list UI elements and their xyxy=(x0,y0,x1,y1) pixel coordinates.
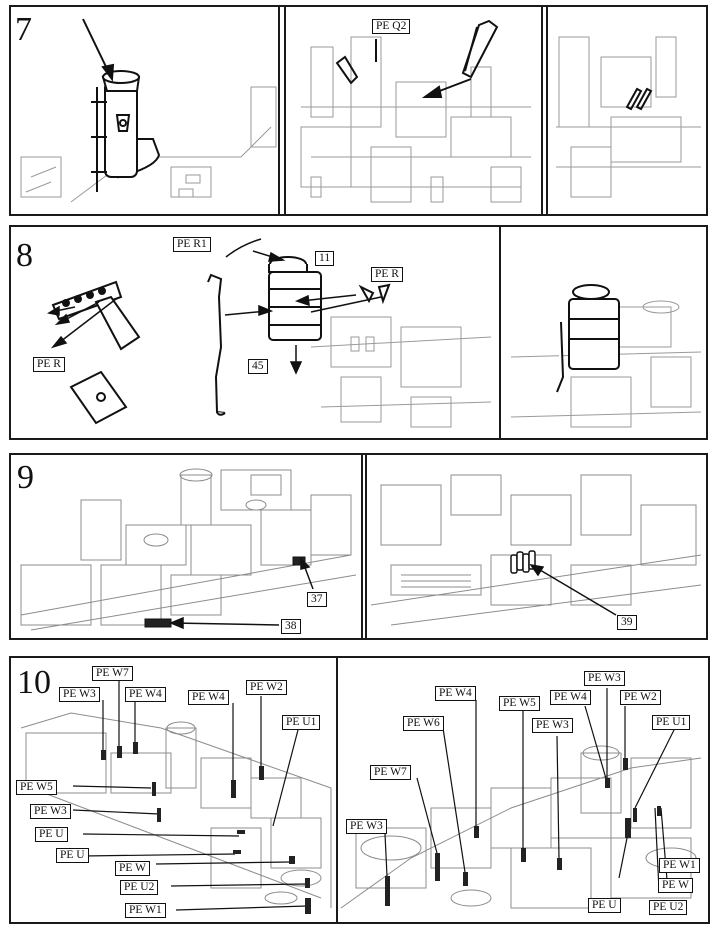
label-pe-w7-right: PE W7 xyxy=(370,765,411,780)
label-pe-u-left-b: PE U xyxy=(56,848,89,863)
label-pe-w6-right: PE W6 xyxy=(403,716,444,731)
label-pe-u2-left: PE U2 xyxy=(120,880,159,895)
step-number: 7 xyxy=(15,11,32,48)
label-part-37: 37 xyxy=(307,592,327,607)
step-9-panel: 9 xyxy=(9,453,708,640)
step-number: 9 xyxy=(17,459,34,496)
label-part-11: 11 xyxy=(315,251,335,266)
label-pe-w3-left-top: PE W3 xyxy=(59,687,100,702)
label-part-38: 38 xyxy=(281,619,301,634)
step-number: 8 xyxy=(16,237,33,274)
label-pe-w2-left: PE W2 xyxy=(246,680,287,695)
label-pe-w1-left: PE W1 xyxy=(125,903,166,918)
label-pe-r-right: PE R xyxy=(371,267,403,282)
label-pe-w4-left-a: PE W4 xyxy=(125,687,166,702)
panel-divider xyxy=(336,658,338,922)
label-pe-w4-right-b: PE W4 xyxy=(550,690,591,705)
label-pe-r1: PE R1 xyxy=(173,237,211,252)
step-8-panel: 8 xyxy=(9,225,708,440)
panel-divider xyxy=(541,7,543,214)
label-pe-w3-right-low: PE W3 xyxy=(346,819,387,834)
label-pe-w4-right-a: PE W4 xyxy=(435,686,476,701)
step-7-panel: 7 xyxy=(9,5,708,216)
step-10-panel: 10 xyxy=(9,656,710,924)
label-pe-w3-right-mid: PE W3 xyxy=(532,718,573,733)
label-part-45: 45 xyxy=(248,359,268,374)
label-part-39: 39 xyxy=(617,615,637,630)
label-pe-w5-right: PE W5 xyxy=(499,696,540,711)
step-9-drawing xyxy=(20,468,702,631)
label-pe-w3-left-mid: PE W3 xyxy=(30,804,71,819)
label-pe-u-left-a: PE U xyxy=(35,827,68,842)
label-pe-w5-left: PE W5 xyxy=(16,780,57,795)
label-pe-w3-right-top: PE W3 xyxy=(584,671,625,686)
label-pe-u1-left: PE U1 xyxy=(282,715,321,730)
label-pe-u2-right: PE U2 xyxy=(649,900,688,915)
panel-divider xyxy=(365,455,367,638)
panel-divider xyxy=(361,455,363,638)
step-number: 10 xyxy=(17,664,51,701)
label-pe-u1-right: PE U1 xyxy=(652,715,691,730)
step-10-drawing xyxy=(20,680,702,914)
step-8-drawing xyxy=(46,238,702,428)
label-pe-w4-left-b: PE W4 xyxy=(188,690,229,705)
label-pe-q2: PE Q2 xyxy=(372,19,411,34)
label-pe-w7-left: PE W7 xyxy=(92,666,133,681)
label-pe-w-right: PE W xyxy=(658,878,693,893)
label-pe-r-left: PE R xyxy=(33,357,65,372)
label-pe-w2-right: PE W2 xyxy=(620,690,661,705)
panel-divider xyxy=(278,7,280,214)
step-7-drawing xyxy=(20,18,701,203)
panel-divider xyxy=(499,227,501,438)
panel-divider xyxy=(284,7,286,214)
panel-divider xyxy=(546,7,548,214)
label-pe-w-left: PE W xyxy=(115,861,150,876)
label-pe-w1-right: PE W1 xyxy=(659,858,700,873)
label-pe-u-right: PE U xyxy=(588,898,621,913)
